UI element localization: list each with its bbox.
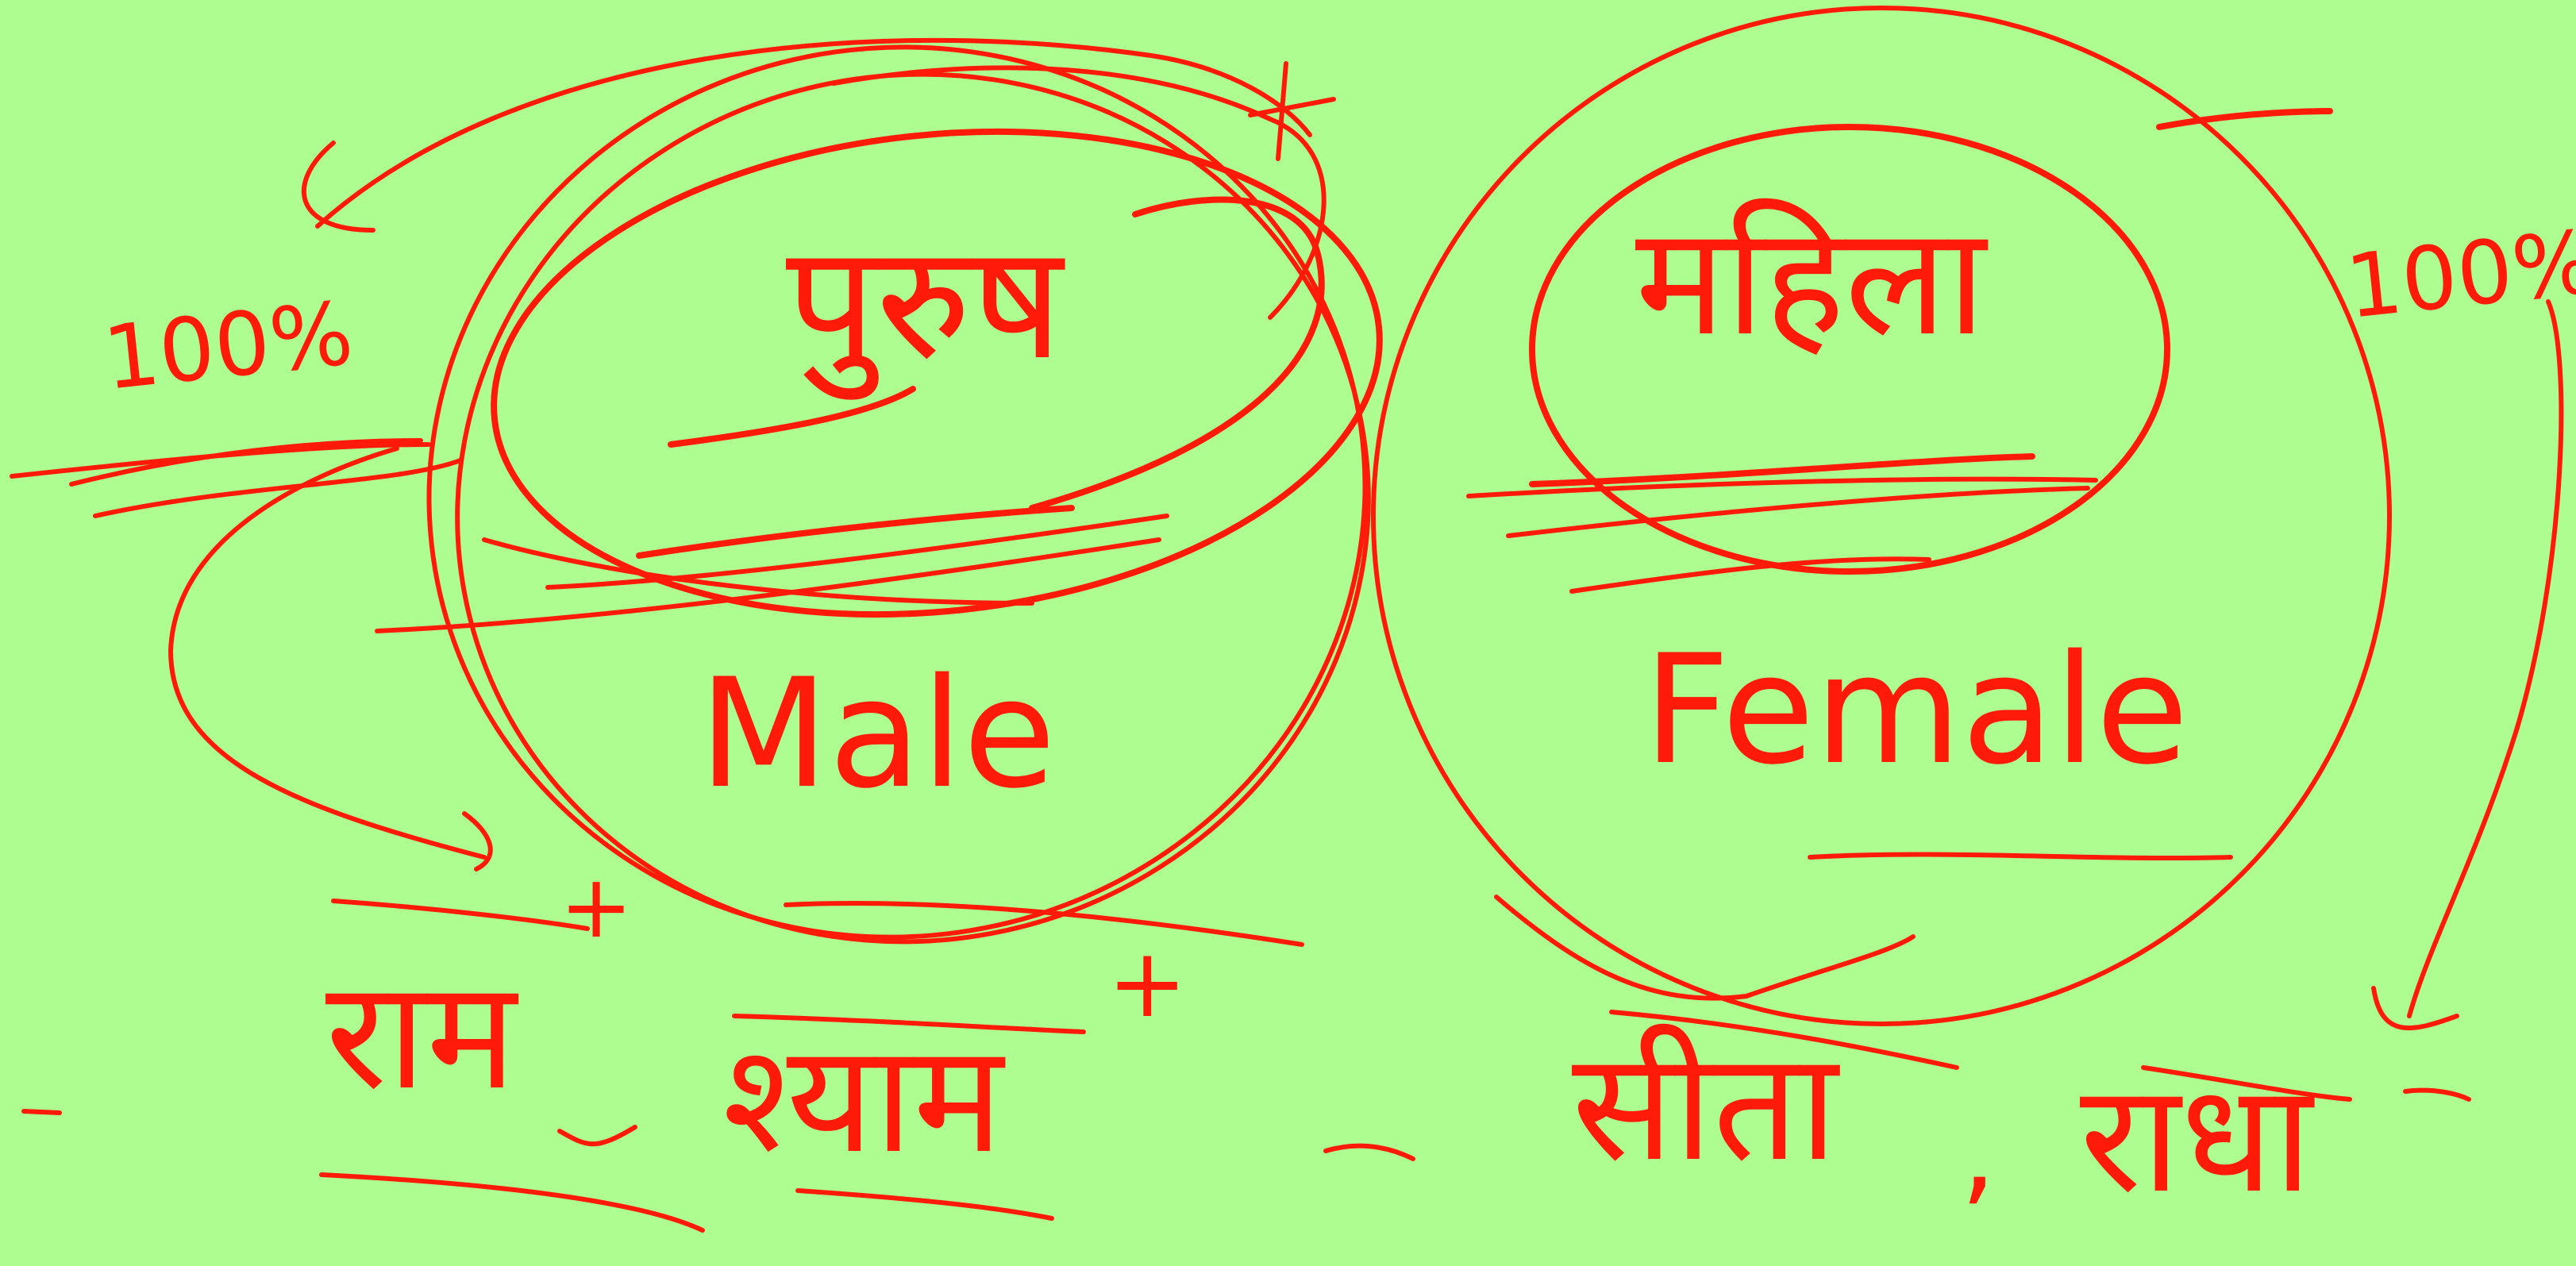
- male-inner-arc: [1029, 196, 1325, 511]
- left-group: 100% पुरुष Male राम + श्याम +: [10, 37, 1383, 1233]
- down-curve-arrow: [168, 446, 487, 860]
- shyam-topline: [732, 1014, 1086, 1034]
- female-top-stroke: [2156, 108, 2333, 130]
- male-strike-4: [482, 537, 1034, 606]
- ram-topline: [331, 899, 590, 931]
- male-hindi-underline: [668, 386, 916, 448]
- male-hindi-label: पुरुष: [786, 210, 1065, 400]
- name-ram: राम: [325, 948, 519, 1123]
- female-bottom-stroke: [1494, 895, 1916, 1001]
- ram-underline: [319, 1172, 705, 1233]
- female-ellipse-outer: [1371, 6, 2392, 1026]
- female-comma: ,: [1961, 1088, 1996, 1218]
- name-shyam: श्याम: [722, 1011, 1006, 1187]
- female-percent-label: 100%: [2341, 211, 2576, 338]
- female-english-label: Female: [1643, 622, 2189, 798]
- male-ellipse-outer-2: [455, 71, 1371, 945]
- ram-plus: +: [560, 856, 633, 957]
- sita-topline: [1609, 1010, 1959, 1070]
- down-curve-arrowhead: [462, 811, 493, 872]
- male-strike-2: [545, 514, 1169, 590]
- female-underline: [1808, 852, 2233, 861]
- right-group: 100% महिला Female सीता , राधा: [1323, 6, 2576, 1226]
- percent-underline-2: [69, 438, 423, 487]
- dash-middle: [1323, 1143, 1415, 1161]
- male-top-scribble: [831, 65, 1327, 320]
- female-strike-3: [1506, 486, 2090, 538]
- top-curve-arrowhead: [302, 140, 375, 233]
- dash-right: [2403, 1087, 2471, 1102]
- shyam-bottom-plus: [557, 1125, 637, 1147]
- female-hindi-label: महिला: [1635, 194, 1989, 369]
- shyam-underline: [795, 1188, 1054, 1221]
- female-strike-1: [1529, 453, 2035, 487]
- male-ellipse-inner: [491, 128, 1383, 618]
- male-english-label: Male: [699, 646, 1056, 822]
- name-sita: सीता: [1572, 1019, 1840, 1195]
- male-strike-1: [636, 505, 1075, 559]
- plus-top-right: [1248, 61, 1336, 161]
- name-radha: राधा: [2080, 1051, 2315, 1226]
- female-ellipse-inner: [1529, 124, 2170, 575]
- radha-topline: [2141, 1065, 2352, 1102]
- female-strike-2: [1466, 476, 2098, 498]
- female-side-arrow: [2407, 299, 2564, 1018]
- female-side-arrowhead: [2371, 986, 2459, 1030]
- male-strike-3: [375, 537, 1161, 633]
- female-strike-4: [1569, 556, 1931, 594]
- top-curve-arrow: [315, 37, 1312, 229]
- male-bottom-line: [784, 901, 1304, 947]
- shyam-plus: +: [1107, 929, 1188, 1039]
- male-percent-label: 100%: [98, 283, 357, 410]
- dash-left: [21, 1109, 62, 1115]
